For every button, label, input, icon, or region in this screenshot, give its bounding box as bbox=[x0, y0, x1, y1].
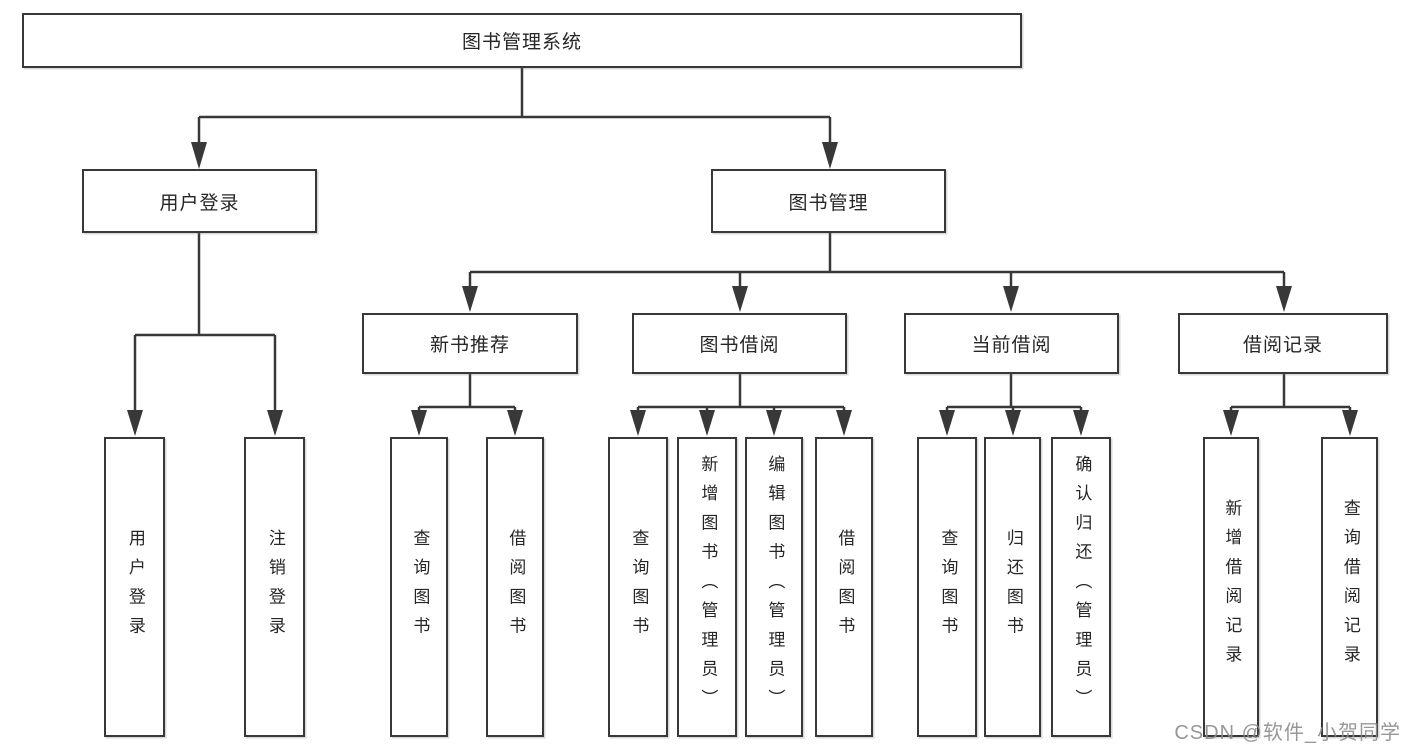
leaf-logout: 注销登录 bbox=[244, 437, 305, 737]
leaf-edit-book-admin: 编辑图书（管理员） bbox=[745, 437, 803, 737]
arrowheads bbox=[127, 142, 1358, 436]
leaf-query-books-current: 查询图书 bbox=[917, 437, 977, 737]
leaf-borrow-books-borrowing: 借阅图书 bbox=[815, 437, 873, 737]
node-label: 新书推荐 bbox=[429, 335, 510, 356]
node-user-login: 用户登录 bbox=[82, 169, 317, 233]
node-book-borrowing: 图书借阅 bbox=[632, 313, 847, 374]
leaf-add-borrow-record: 新增借阅记录 bbox=[1203, 437, 1259, 737]
node-label: 借阅图书 bbox=[506, 528, 526, 646]
leaf-return-books: 归还图书 bbox=[984, 437, 1041, 737]
leaf-query-books-recommend: 查询图书 bbox=[390, 437, 448, 737]
leaf-borrow-books-recommend: 借阅图书 bbox=[486, 437, 544, 737]
node-label: 查询图书 bbox=[629, 528, 649, 646]
node-label: 编辑图书（管理员） bbox=[765, 455, 785, 719]
node-label: 新增图书（管理员） bbox=[698, 455, 718, 719]
node-label: 用户登录 bbox=[125, 528, 145, 646]
node-label: 归还图书 bbox=[1003, 528, 1023, 646]
node-current-borrowing: 当前借阅 bbox=[904, 313, 1119, 374]
node-library-management-system: 图书管理系统 bbox=[22, 13, 1022, 68]
leaf-confirm-return-admin: 确认归还（管理员） bbox=[1051, 437, 1111, 737]
leaf-user-login: 用户登录 bbox=[104, 437, 165, 737]
node-book-management: 图书管理 bbox=[711, 169, 946, 233]
node-borrowing-records: 借阅记录 bbox=[1178, 313, 1388, 374]
leaf-query-borrow-record: 查询借阅记录 bbox=[1321, 437, 1378, 737]
node-label: 图书管理系统 bbox=[461, 32, 582, 53]
node-label: 查询借阅记录 bbox=[1340, 499, 1360, 675]
leaf-query-books-borrowing: 查询图书 bbox=[608, 437, 668, 737]
node-label: 图书管理 bbox=[788, 192, 869, 214]
node-label: 借阅图书 bbox=[835, 528, 855, 646]
node-label: 确认归还（管理员） bbox=[1072, 455, 1092, 719]
node-label: 新增借阅记录 bbox=[1222, 499, 1242, 675]
leaf-add-book-admin: 新增图书（管理员） bbox=[677, 437, 737, 737]
node-label: 查询图书 bbox=[938, 528, 958, 646]
node-label: 用户登录 bbox=[159, 192, 240, 214]
node-label: 注销登录 bbox=[265, 528, 285, 646]
node-label: 借阅记录 bbox=[1242, 335, 1323, 356]
node-new-book-recommendation: 新书推荐 bbox=[362, 313, 578, 374]
node-label: 图书借阅 bbox=[699, 335, 780, 356]
node-label: 当前借阅 bbox=[971, 335, 1052, 356]
node-label: 查询图书 bbox=[410, 528, 430, 646]
